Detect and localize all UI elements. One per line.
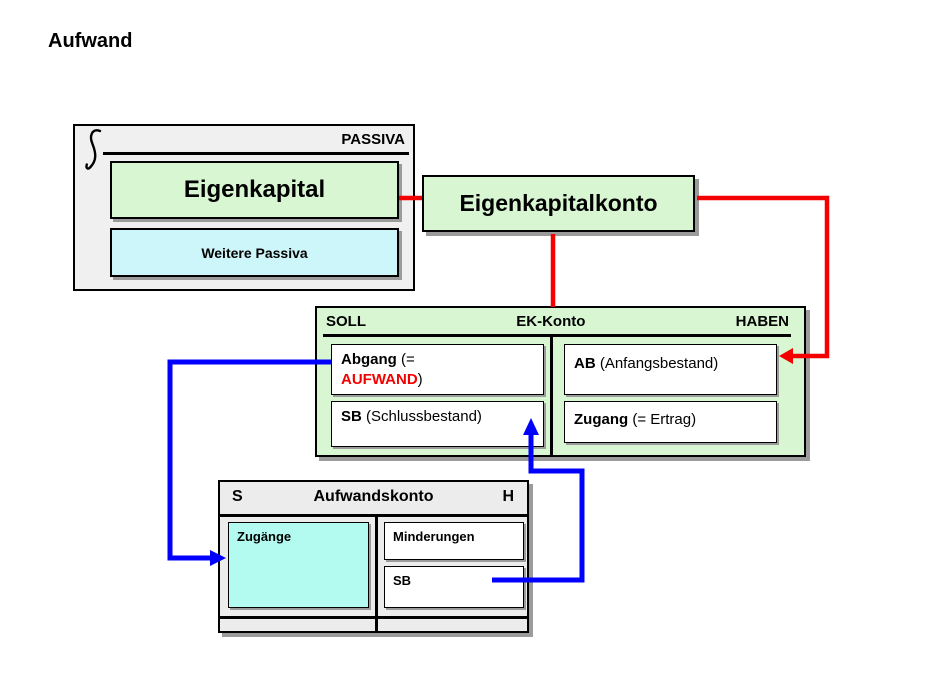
weitere-passiva-label: Weitere Passiva — [201, 244, 308, 261]
aufwand-red-text: AUFWAND — [341, 371, 418, 389]
ek-konto-title: EK-Konto — [516, 313, 586, 330]
page-title: Aufwand — [48, 30, 133, 52]
aufwandskonto-account: S Aufwandskonto H Zugänge Minderungen SB — [218, 480, 529, 633]
eigenkapitalkonto-box: Eigenkapitalkonto — [422, 175, 695, 232]
abgang-normal-text: (= — [396, 351, 415, 368]
minderungen-label: Minderungen — [393, 529, 475, 544]
aufwandskonto-cell-minderungen: Minderungen — [384, 522, 524, 560]
passiva-panel: PASSIVA Eigenkapital Weitere Passiva — [73, 124, 415, 291]
ek-konto-header: SOLL EK-Konto HABEN — [326, 313, 789, 330]
ek-cell-sb: SB (Schlussbestand) — [331, 401, 544, 447]
passiva-header-label: PASSIVA — [341, 131, 405, 148]
zugaenge-label: Zugänge — [237, 529, 292, 544]
torn-edge-squiggle-icon — [85, 129, 102, 170]
ek-sb-normal-text: (Schlussbestand) — [361, 408, 482, 425]
ek-cell-abgang: Abgang (= AUFWAND) — [331, 344, 544, 395]
ab-bold-text: AB — [574, 355, 596, 372]
ek-haben-label: HABEN — [735, 313, 789, 330]
aufwandskonto-cell-zugaenge: Zugänge — [228, 522, 369, 608]
aufwandskonto-account-divider — [375, 514, 378, 631]
abgang-line2: AUFWAND) — [341, 370, 543, 390]
aufwandskonto-header-rule — [220, 514, 527, 517]
eigenkapital-box: Eigenkapital — [110, 161, 399, 219]
aufwandskonto-title: Aufwandskonto — [313, 488, 434, 505]
weitere-passiva-box: Weitere Passiva — [110, 228, 399, 277]
ek-header-rule — [323, 334, 791, 337]
eigenkapitalkonto-label: Eigenkapitalkonto — [459, 190, 658, 216]
aufwandskonto-footer-rule — [220, 616, 527, 619]
aufwandskonto-cell-sb: SB — [384, 566, 524, 608]
abgang-line1: Abgang (= — [341, 350, 543, 370]
aufwand-close-paren: ) — [417, 371, 423, 389]
eigenkapital-label: Eigenkapital — [183, 176, 326, 203]
ek-sb-bold-text: SB — [341, 408, 362, 425]
ek-account-divider — [550, 335, 553, 455]
ek-konto-account: SOLL EK-Konto HABEN Abgang (= AUFWAND) S… — [315, 306, 806, 457]
ek-cell-ab: AB (Anfangsbestand) — [564, 344, 777, 395]
ek-soll-label: SOLL — [326, 313, 366, 330]
ek-cell-zugang: Zugang (= Ertrag) — [564, 401, 777, 443]
abgang-bold-text: Abgang — [341, 351, 397, 368]
aufwandskonto-sb-label: SB — [393, 573, 412, 588]
passiva-header-rule — [103, 152, 409, 155]
zugang-bold-text: Zugang — [574, 411, 629, 428]
zugang-normal-text: (= Ertrag) — [628, 411, 697, 428]
aufwandskonto-haben-label: H — [502, 488, 514, 505]
ab-normal-text: (Anfangsbestand) — [595, 355, 719, 372]
